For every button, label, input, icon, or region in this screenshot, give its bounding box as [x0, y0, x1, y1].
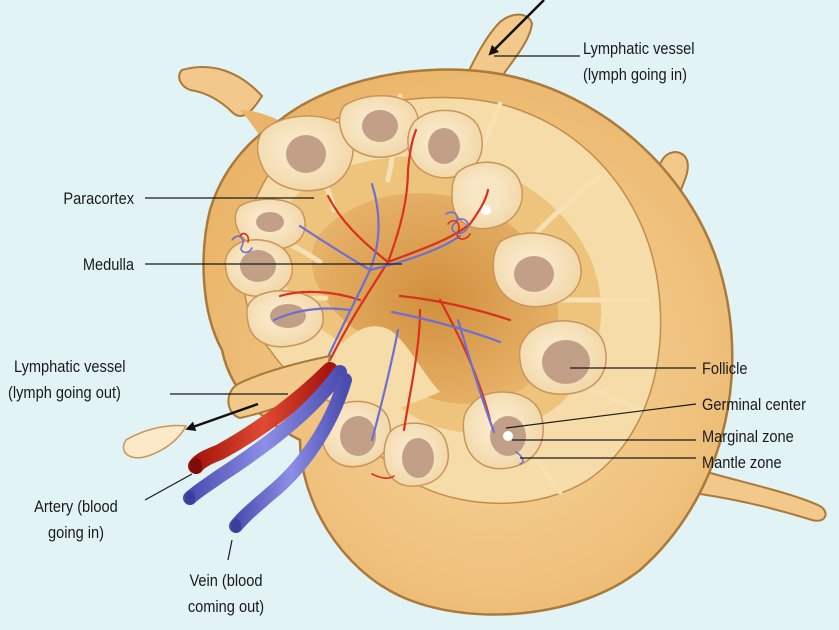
lymphatic-vessel-lower-right: [700, 470, 826, 521]
label-vein-line1: Vein (blood: [189, 572, 262, 590]
label-lymphatic-in-line1: Lymphatic vessel: [583, 40, 695, 58]
follicle-6: [225, 240, 292, 297]
label-vein-line2: coming out): [188, 598, 264, 616]
follicle-7: [247, 291, 323, 347]
label-lymphatic-out-line2: (lymph going out): [8, 384, 121, 402]
label-medulla: Medulla: [83, 256, 134, 274]
follicle-8: [493, 233, 581, 307]
label-mantle-zone: Mantle zone: [702, 454, 782, 472]
label-follicle: Follicle: [702, 360, 748, 378]
label-lymphatic-out-line1: Lymphatic vessel: [14, 358, 126, 376]
follicle-10: [463, 392, 543, 469]
label-marginal-zone: Marginal zone: [702, 428, 794, 446]
label-germinal-center: Germinal center: [702, 396, 807, 414]
label-artery-line1: Artery (blood: [34, 498, 118, 516]
label-paracortex: Paracortex: [63, 190, 134, 208]
follicle-1: [258, 116, 354, 191]
follicle-9: [519, 321, 606, 394]
label-artery-line2: going in): [48, 524, 104, 542]
follicle-2: [340, 96, 419, 157]
label-lymphatic-in-line2: (lymph going in): [583, 66, 687, 84]
